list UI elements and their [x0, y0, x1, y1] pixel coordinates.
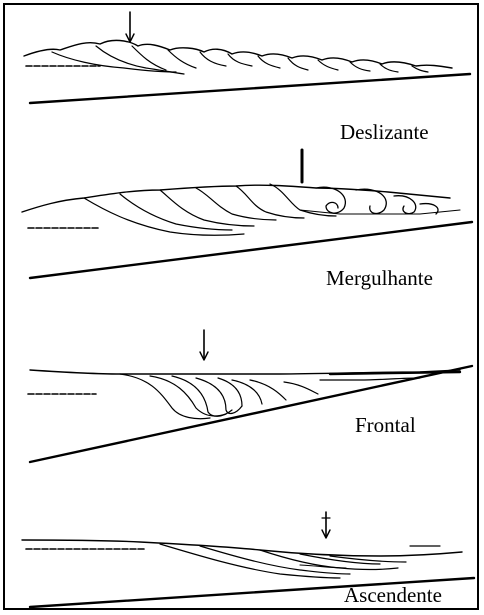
label-collapsing: Frontal	[355, 413, 416, 438]
spilling-breaker-drawing	[24, 12, 470, 103]
label-spilling: Deslizante	[340, 120, 429, 145]
plunging-breaker-drawing	[22, 150, 472, 278]
collapsing-breaker-drawing	[28, 330, 472, 462]
label-plunging: Mergulhante	[326, 266, 433, 291]
label-surging: Ascendente	[344, 583, 442, 608]
